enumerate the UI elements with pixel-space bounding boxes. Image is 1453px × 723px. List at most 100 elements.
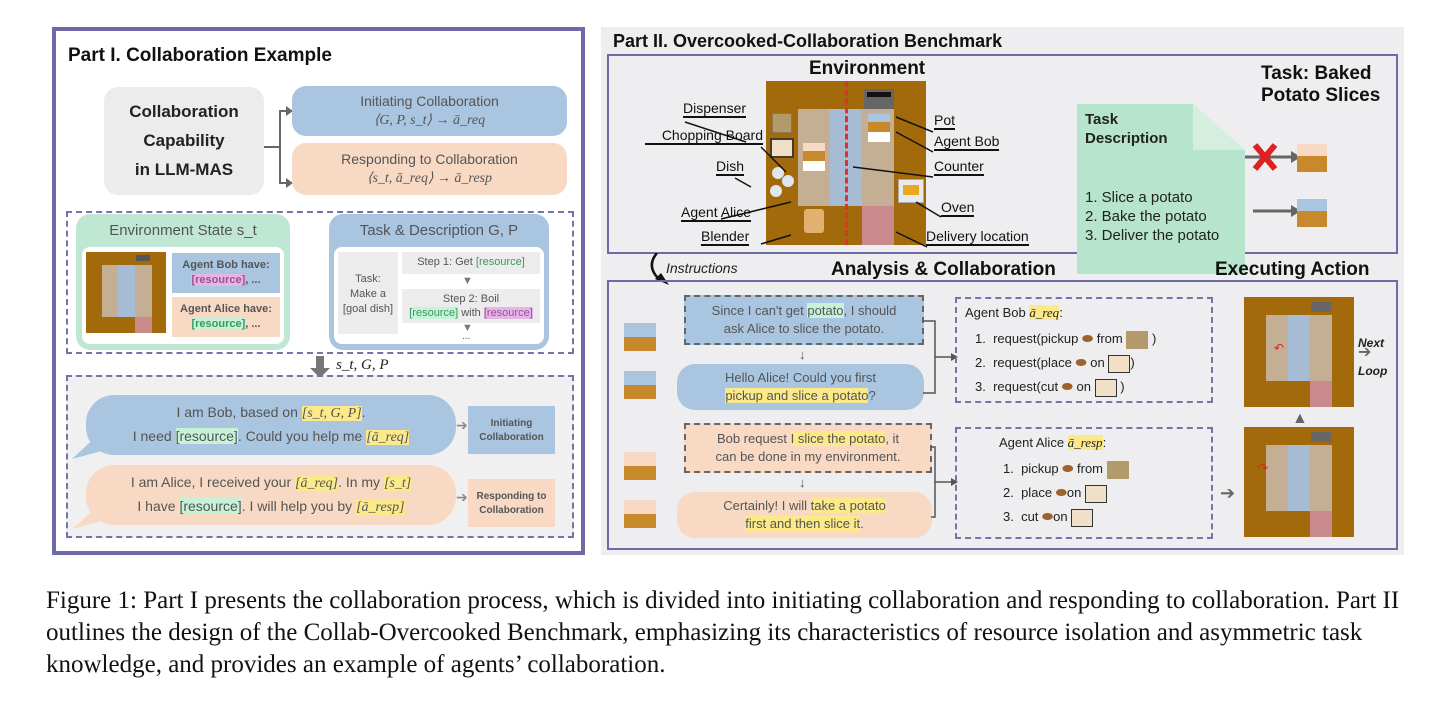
label-agent-bob: Agent Bob bbox=[934, 133, 1000, 151]
chopping-board-icon bbox=[770, 138, 794, 158]
part1-panel: Part I. Collaboration Example Collaborat… bbox=[52, 27, 585, 555]
potato-icon: ⬬ bbox=[1042, 509, 1054, 524]
bubble-text: . bbox=[860, 516, 864, 531]
ellipsis: , ... bbox=[245, 318, 261, 330]
goal-dish-box: Task: Make a [goal dish] bbox=[338, 252, 398, 334]
alice-speech-bubble: Certainly! I will take a potato first an… bbox=[677, 492, 932, 538]
environment-state-title: Environment State s_t bbox=[109, 222, 257, 239]
bob-request-box: Agent Bob ā_req: bbox=[955, 297, 1213, 403]
bubble-text: ask Alice to slice the potato. bbox=[723, 321, 885, 336]
potato-icon: ⬬ bbox=[1062, 461, 1074, 476]
resource-tag: [resource] bbox=[175, 428, 238, 444]
down-arrow-icon: ↓ bbox=[799, 475, 806, 490]
item-text: pickup bbox=[1021, 461, 1059, 476]
part2-title: Part II. Overcooked-Collaboration Benchm… bbox=[613, 31, 1003, 51]
msg-highlight: [ā_resp] bbox=[356, 500, 405, 515]
item-end: ) bbox=[1120, 379, 1125, 394]
item-prep: from bbox=[1096, 331, 1123, 346]
agent-bob-sprite bbox=[868, 114, 890, 144]
bob-message-bubble: I am Bob, based on [s_t, G, P]. I need [… bbox=[86, 395, 456, 455]
capability-line: Capability bbox=[143, 131, 225, 150]
item-text: request(pickup bbox=[993, 331, 1079, 346]
more-steps: ... bbox=[462, 331, 471, 342]
msg-text: I need bbox=[132, 428, 176, 444]
task-description-note: Task Description 1. Slice a potato 2. Ba… bbox=[1077, 104, 1245, 274]
resource-tag: [resource] bbox=[483, 307, 533, 319]
list-item: 1. request(pickup ⬬ from ) bbox=[975, 327, 1156, 351]
symbol: ā_req bbox=[1029, 305, 1060, 320]
next-loop-line: Loop bbox=[1358, 364, 1388, 378]
item-text: cut bbox=[1021, 509, 1039, 524]
resource-tag: [resource] bbox=[179, 498, 242, 514]
bob-request-title: Agent Bob ā_req: bbox=[965, 305, 1063, 320]
bob-head-icon bbox=[624, 371, 656, 401]
title-text: Agent Bob bbox=[965, 305, 1030, 320]
down-arrow-icon: ▼ bbox=[462, 275, 473, 287]
label-counter: Counter bbox=[934, 158, 984, 176]
environment-frame bbox=[607, 54, 1398, 254]
alice-thought-bubble: Bob request I slice the potato, it can b… bbox=[684, 423, 932, 473]
step-text: with bbox=[458, 307, 484, 319]
step-label: Step 1: Get bbox=[417, 256, 476, 268]
bubble-highlight: first and then slice it bbox=[745, 516, 861, 531]
bubble-text: Hello Alice! Could you first bbox=[724, 370, 876, 385]
responding-formula: ⟨s_t, ā_req⟩ → ā_resp bbox=[367, 171, 492, 186]
item-end: ) bbox=[1130, 355, 1135, 370]
bracket-arrows bbox=[923, 320, 958, 518]
msg-highlight: [s_t] bbox=[383, 476, 412, 491]
part2-panel: Part II. Overcooked-Collaboration Benchm… bbox=[601, 27, 1404, 555]
alice-head-icon bbox=[624, 452, 656, 482]
item-num: 3. bbox=[1003, 509, 1014, 524]
alice-response-box: Agent Alice ā_resp: bbox=[955, 427, 1213, 539]
task-description-heading: Task Description bbox=[1085, 110, 1168, 148]
right-arrow-icon: ➔ bbox=[456, 489, 468, 505]
oven-icon bbox=[898, 179, 924, 203]
bubble-text: , I should bbox=[843, 303, 897, 318]
item-prep: on bbox=[1053, 509, 1068, 524]
resource-tag: [resource] bbox=[191, 318, 246, 330]
step-label: Step 2: Boil bbox=[442, 293, 500, 305]
bob-head-icon bbox=[624, 323, 656, 353]
tag-line: Responding to bbox=[476, 491, 547, 502]
msg-text: . I will help you by bbox=[241, 498, 357, 514]
label-leader-lines bbox=[684, 116, 942, 248]
bubble-text: can be done in my environment. bbox=[715, 449, 901, 464]
bob-thought-bubble: Since I can't get potato, I should ask A… bbox=[684, 295, 924, 345]
down-arrow-icon: ▼ bbox=[462, 322, 473, 334]
bubble-text: , it bbox=[885, 431, 900, 446]
resource-tag: [resource] bbox=[409, 307, 459, 319]
alice-response-list: 1. pickup ⬬ from 2. place ⬬on 3. cut ⬬on bbox=[1003, 457, 1129, 529]
executing-map-before: ↷ bbox=[1244, 427, 1354, 537]
alice-head-icon bbox=[624, 500, 656, 530]
bubble-text: Bob request bbox=[716, 431, 791, 446]
inputs-group bbox=[66, 211, 574, 354]
dish-icon bbox=[772, 167, 784, 179]
next-loop-line: Next bbox=[1358, 336, 1385, 350]
bubble-highlight: pickup and slice a potato bbox=[725, 388, 869, 403]
bob-speech-bubble: Hello Alice! Could you first pickup and … bbox=[677, 364, 924, 410]
pot-icon bbox=[864, 89, 894, 109]
dispenser-icon bbox=[772, 113, 792, 133]
flow-label: s_t, G, P bbox=[336, 357, 389, 373]
task-title: Task: Baked Potato Slices bbox=[1261, 63, 1381, 106]
msg-text: . Could you help me bbox=[237, 428, 367, 444]
item-num: 2. bbox=[975, 355, 986, 370]
chopping-board-icon bbox=[1071, 508, 1094, 527]
item-prep: on bbox=[1090, 355, 1105, 370]
label-dispenser: Dispenser bbox=[683, 100, 747, 118]
isolation-divider bbox=[845, 81, 848, 245]
chopping-board-icon bbox=[1108, 354, 1131, 373]
bubble-text: Certainly! I will bbox=[723, 498, 811, 513]
msg-text: . In my bbox=[338, 474, 384, 490]
task-description-title: Task & Description G, P bbox=[359, 222, 519, 239]
item-text: request(cut bbox=[993, 379, 1059, 394]
analysis-frame bbox=[607, 280, 1398, 550]
bob-request-list: 1. request(pickup ⬬ from ) 2. request(pl… bbox=[975, 327, 1156, 399]
dish-icon bbox=[770, 185, 782, 197]
right-arrow-icon: ➔ bbox=[1220, 483, 1236, 503]
item-num: 1. bbox=[1003, 461, 1014, 476]
label-blender: Blender bbox=[701, 228, 750, 246]
list-item: 2. request(place ⬬ on ) bbox=[975, 351, 1156, 375]
